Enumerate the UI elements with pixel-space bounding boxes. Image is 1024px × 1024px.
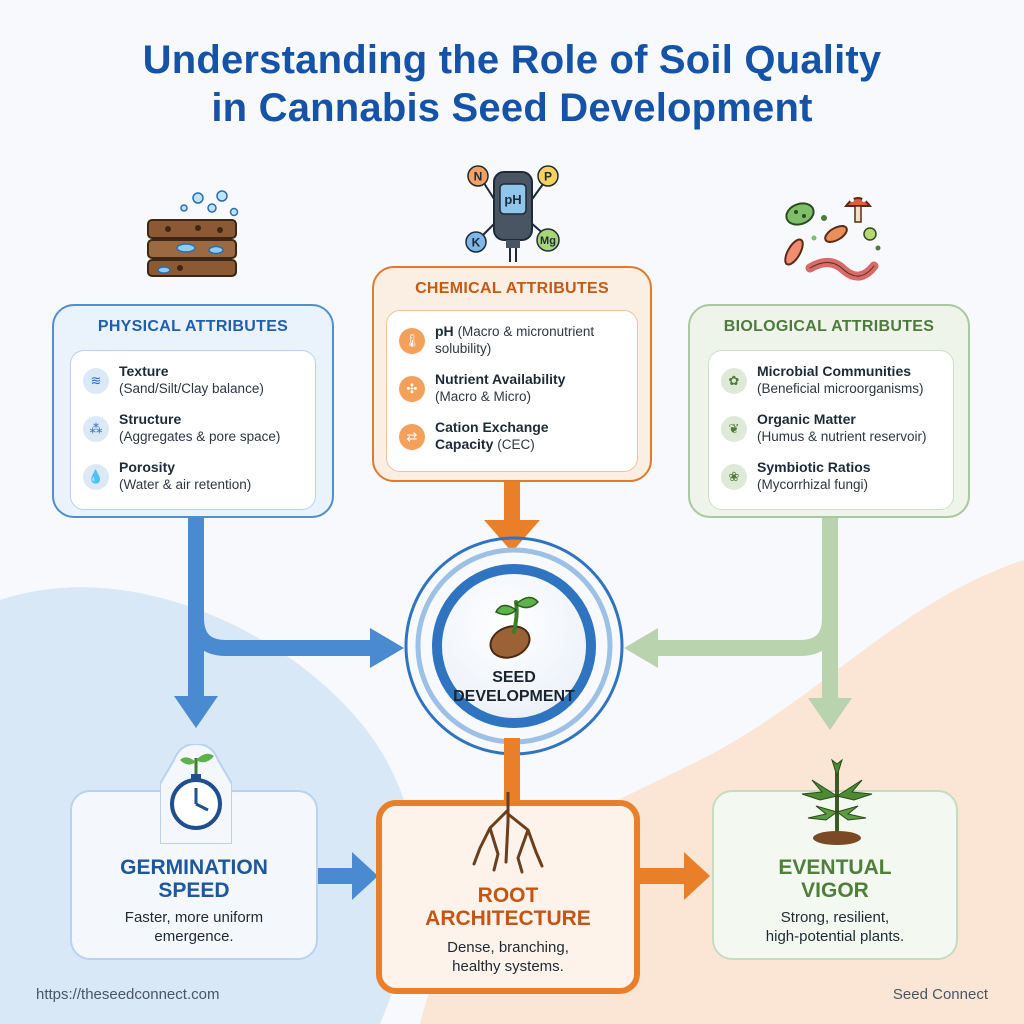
item-desc: (Sand/Silt/Clay balance) [119, 381, 264, 396]
item-desc: (Humus & nutrient reservoir) [757, 429, 927, 444]
list-item: 🌡 pH (Macro & micronutrient solubility) [399, 323, 631, 367]
list-item: ❀ Symbiotic Ratios (Mycorrhizal fungi) [721, 459, 947, 503]
chemical-attributes-heading: CHEMICAL ATTRIBUTES [415, 280, 609, 297]
item-desc: (Macro & Micro) [435, 389, 532, 404]
nutrient-mg-label: Mg [540, 235, 556, 247]
root-desc-line-1: Dense, branching, [447, 939, 569, 956]
biological-attributes-heading: BIOLOGICAL ATTRIBUTES [723, 318, 935, 335]
molecule-icon: ✣ [399, 376, 425, 402]
soil-layers-icon [138, 186, 248, 287]
chemical-attributes-list: 🌡 pH (Macro & micronutrient solubility) … [386, 310, 638, 472]
vigor-desc-line-1: Strong, resilient, [780, 909, 890, 926]
eventual-vigor-card: EVENTUAL VIGOR Strong, resilient, high-p… [712, 758, 958, 960]
item-name: Porosity [119, 459, 176, 475]
nutrient-k-label: K [472, 236, 481, 250]
vigor-title-line-1: EVENTUAL [778, 856, 892, 879]
water-drop-icon: 💧 [83, 464, 109, 490]
item-desc: (Beneficial microorganisms) [757, 381, 924, 396]
item-name: Cation Exchange Capacity [435, 419, 549, 452]
item-name: Structure [119, 411, 182, 427]
title-line-2: in Cannabis Seed Development [211, 86, 813, 130]
list-item: 💧 Porosity (Water & air retention) [83, 459, 309, 503]
vigor-title-line-2: VIGOR [801, 879, 869, 902]
footer-url: https://theseedconnect.com [36, 986, 220, 1003]
germination-title-line-2: SPEED [158, 879, 230, 902]
list-item: ≋ Texture (Sand/Silt/Clay balance) [83, 363, 309, 407]
footer-brand: Seed Connect [892, 986, 988, 1003]
thermometer-icon: 🌡 [399, 328, 425, 354]
germination-title-line-1: GERMINATION [120, 856, 268, 879]
ph-meter-icon: pH N P K Mg [460, 162, 564, 271]
aggregates-icon: ⁂ [83, 416, 109, 442]
item-name: Nutrient Availability [435, 371, 566, 387]
physical-attributes-list: ≋ Texture (Sand/Silt/Clay balance) ⁂ Stru… [70, 350, 316, 510]
list-item: ⁂ Structure (Aggregates & pore space) [83, 411, 309, 455]
list-item: ✣ Nutrient Availability (Macro & Micro) [399, 371, 631, 415]
humus-icon: ❦ [721, 416, 747, 442]
item-desc: (Macro & micronutrient solubility) [435, 324, 595, 356]
nutrient-p-label: P [544, 170, 552, 184]
list-item: ❦ Organic Matter (Humus & nutrient reserv… [721, 411, 947, 455]
biological-attributes-panel: BIOLOGICAL ATTRIBUTES ✿ Microbial Commun… [688, 304, 970, 518]
root-title-line-1: ROOT [477, 884, 539, 907]
item-name: Symbiotic Ratios [757, 459, 871, 475]
seed-development-hub: SEED DEVELOPMENT [432, 564, 596, 728]
item-name: Organic Matter [757, 411, 856, 427]
item-desc: (CEC) [497, 437, 535, 452]
item-name: Microbial Communities [757, 363, 912, 379]
stopwatch-icon [160, 744, 232, 844]
ph-meter-display: pH [504, 192, 521, 207]
germination-speed-card: GERMINATION SPEED Faster, more uniform e… [70, 744, 318, 960]
center-label-line-1: SEED [492, 669, 536, 686]
nutrient-n-label: N [474, 170, 483, 184]
microbes-icon [774, 188, 886, 293]
texture-icon: ≋ [83, 368, 109, 394]
sprouting-seed-icon [489, 596, 540, 659]
item-name: Texture [119, 363, 169, 379]
roots-icon [472, 792, 544, 874]
germination-desc-line-2: emergence. [154, 928, 234, 945]
item-desc: (Water & air retention) [119, 477, 252, 492]
item-desc: (Aggregates & pore space) [119, 429, 281, 444]
list-item: ✿ Microbial Communities (Beneficial micro… [721, 363, 947, 407]
physical-attributes-heading: PHYSICAL ATTRIBUTES [97, 318, 289, 335]
germination-desc-line-1: Faster, more uniform [124, 909, 264, 926]
fungi-icon: ❀ [721, 464, 747, 490]
page-title: Understanding the Role of Soil Quality i… [0, 36, 1024, 132]
exchange-icon: ⇄ [399, 424, 425, 450]
cannabis-plant-icon [801, 758, 873, 845]
item-name: pH [435, 323, 454, 339]
item-desc: (Mycorrhizal fungi) [757, 477, 869, 492]
root-desc-line-2: healthy systems. [452, 958, 564, 975]
list-item: ⇄ Cation Exchange Capacity (CEC) [399, 419, 631, 463]
center-label-line-2: DEVELOPMENT [453, 688, 575, 705]
microbe-icon: ✿ [721, 368, 747, 394]
root-title-line-2: ARCHITECTURE [425, 907, 591, 930]
vigor-desc-line-2: high-potential plants. [765, 928, 905, 945]
biological-attributes-list: ✿ Microbial Communities (Beneficial micro… [708, 350, 954, 510]
title-line-1: Understanding the Role of Soil Quality [142, 38, 882, 82]
physical-attributes-panel: PHYSICAL ATTRIBUTES ≋ Texture (Sand/Silt/… [52, 304, 334, 518]
root-architecture-card: ROOT ARCHITECTURE Dense, branching, heal… [376, 792, 640, 994]
chemical-attributes-panel: CHEMICAL ATTRIBUTES 🌡 pH (Macro & micron… [372, 266, 652, 482]
